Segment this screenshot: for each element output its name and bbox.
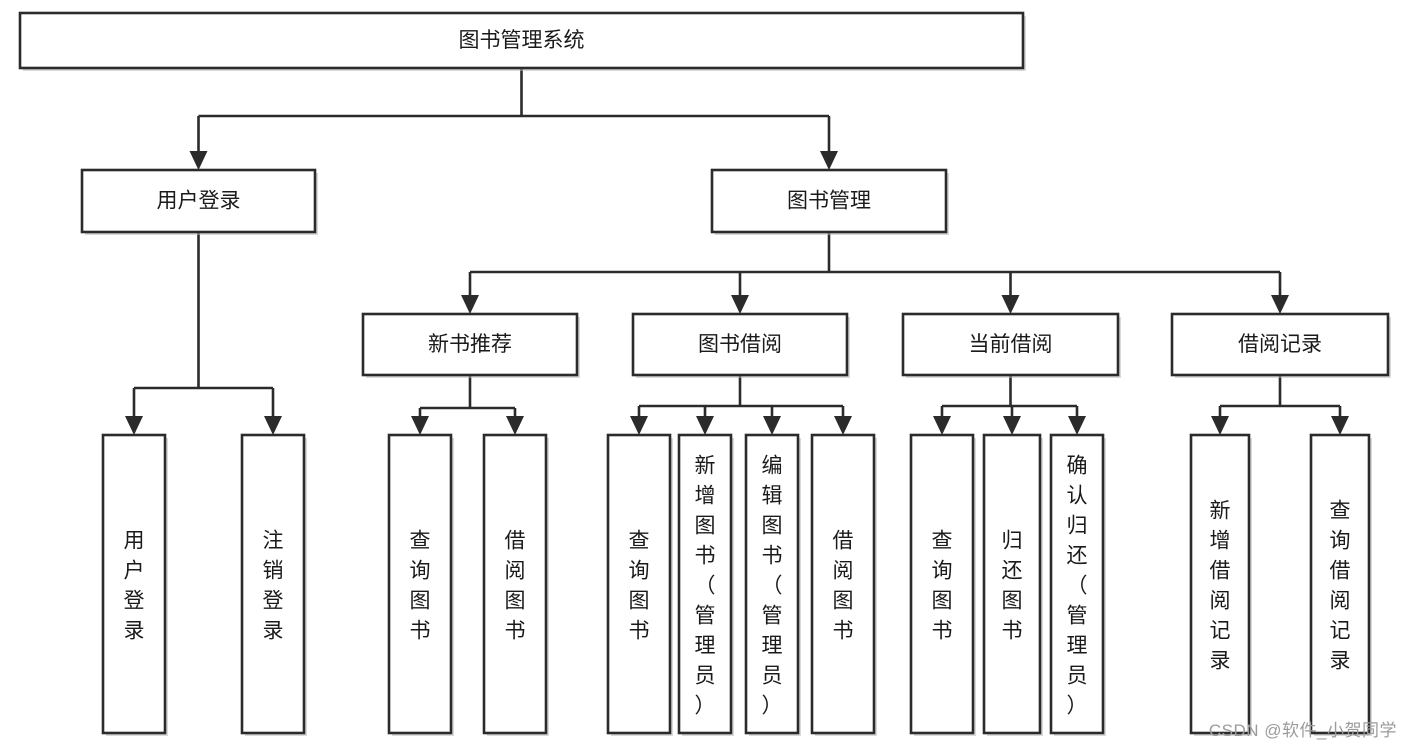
node-leaf-borrow-edit-book[interactable]: 编辑图书（管理员） xyxy=(744,433,801,736)
node-leaf-rec-query-book[interactable]: 查询图书 xyxy=(387,433,454,736)
node-label: 借阅图书 xyxy=(505,529,526,642)
node-leaf-cur-query-book[interactable]: 查询图书 xyxy=(909,433,976,736)
edge-borrow-record-bus xyxy=(1211,375,1349,435)
node-leaf-rec-query-record[interactable]: 查询借阅记录 xyxy=(1309,433,1372,736)
node-label: 确认归还（管理员） xyxy=(1067,454,1088,717)
node-root[interactable]: 图书管理系统 xyxy=(18,11,1026,71)
node-label: 当前借阅 xyxy=(969,333,1053,356)
edge-root-bus xyxy=(189,68,838,170)
node-label: 查询图书 xyxy=(629,529,650,642)
node-label: 新增图书（管理员） xyxy=(695,454,716,717)
node-label: 用户登录 xyxy=(124,529,145,642)
node-leaf-cur-return-book[interactable]: 归还图书 xyxy=(982,433,1043,736)
node-leaf-rec-borrow-book[interactable]: 借阅图书 xyxy=(482,433,549,736)
node-label: 查询图书 xyxy=(410,529,431,642)
edge-user-login-bus xyxy=(125,232,282,435)
node-label: 借阅记录 xyxy=(1238,333,1322,356)
node-leaf-rec-add-record[interactable]: 新增借阅记录 xyxy=(1189,433,1252,736)
node-leaf-cur-confirm-return[interactable]: 确认归还（管理员） xyxy=(1049,433,1106,736)
node-label: 用户登录 xyxy=(157,190,241,213)
node-label: 图书借阅 xyxy=(698,333,782,356)
node-leaf-user-logout[interactable]: 注销登录 xyxy=(240,433,307,736)
connector-layer xyxy=(125,68,1349,435)
edge-book-borrow-bus xyxy=(630,375,852,435)
node-label: 新增借阅记录 xyxy=(1210,499,1231,672)
node-leaf-borrow-lend-book[interactable]: 借阅图书 xyxy=(810,433,877,736)
node-new-book-rec[interactable]: 新书推荐 xyxy=(361,312,580,378)
node-user-login[interactable]: 用户登录 xyxy=(80,168,318,235)
node-current-borrow[interactable]: 当前借阅 xyxy=(901,312,1121,378)
node-label: 归还图书 xyxy=(1002,529,1023,642)
node-leaf-user-login[interactable]: 用户登录 xyxy=(101,433,168,736)
edge-book-manage-bus xyxy=(461,232,1289,314)
node-book-borrow[interactable]: 图书借阅 xyxy=(631,312,850,378)
edge-new-book-rec-bus xyxy=(411,375,524,435)
node-leaf-borrow-add-book[interactable]: 新增图书（管理员） xyxy=(677,433,734,736)
node-label: 图书管理系统 xyxy=(459,29,585,52)
node-label: 编辑图书（管理员） xyxy=(762,454,783,717)
node-label: 注销登录 xyxy=(263,529,284,642)
node-label: 借阅图书 xyxy=(833,529,854,642)
node-book-manage[interactable]: 图书管理 xyxy=(710,168,949,235)
node-leaf-borrow-query-book[interactable]: 查询图书 xyxy=(606,433,673,736)
edge-current-borrow-bus xyxy=(933,375,1086,435)
node-borrow-record[interactable]: 借阅记录 xyxy=(1170,312,1391,378)
node-label: 查询借阅记录 xyxy=(1330,499,1351,672)
node-label: 查询图书 xyxy=(932,529,953,642)
node-layer: 图书管理系统用户登录图书管理新书推荐图书借阅当前借阅借阅记录用户登录注销登录查询… xyxy=(18,11,1391,736)
node-label: 新书推荐 xyxy=(428,333,512,356)
node-label: 图书管理 xyxy=(787,190,871,213)
